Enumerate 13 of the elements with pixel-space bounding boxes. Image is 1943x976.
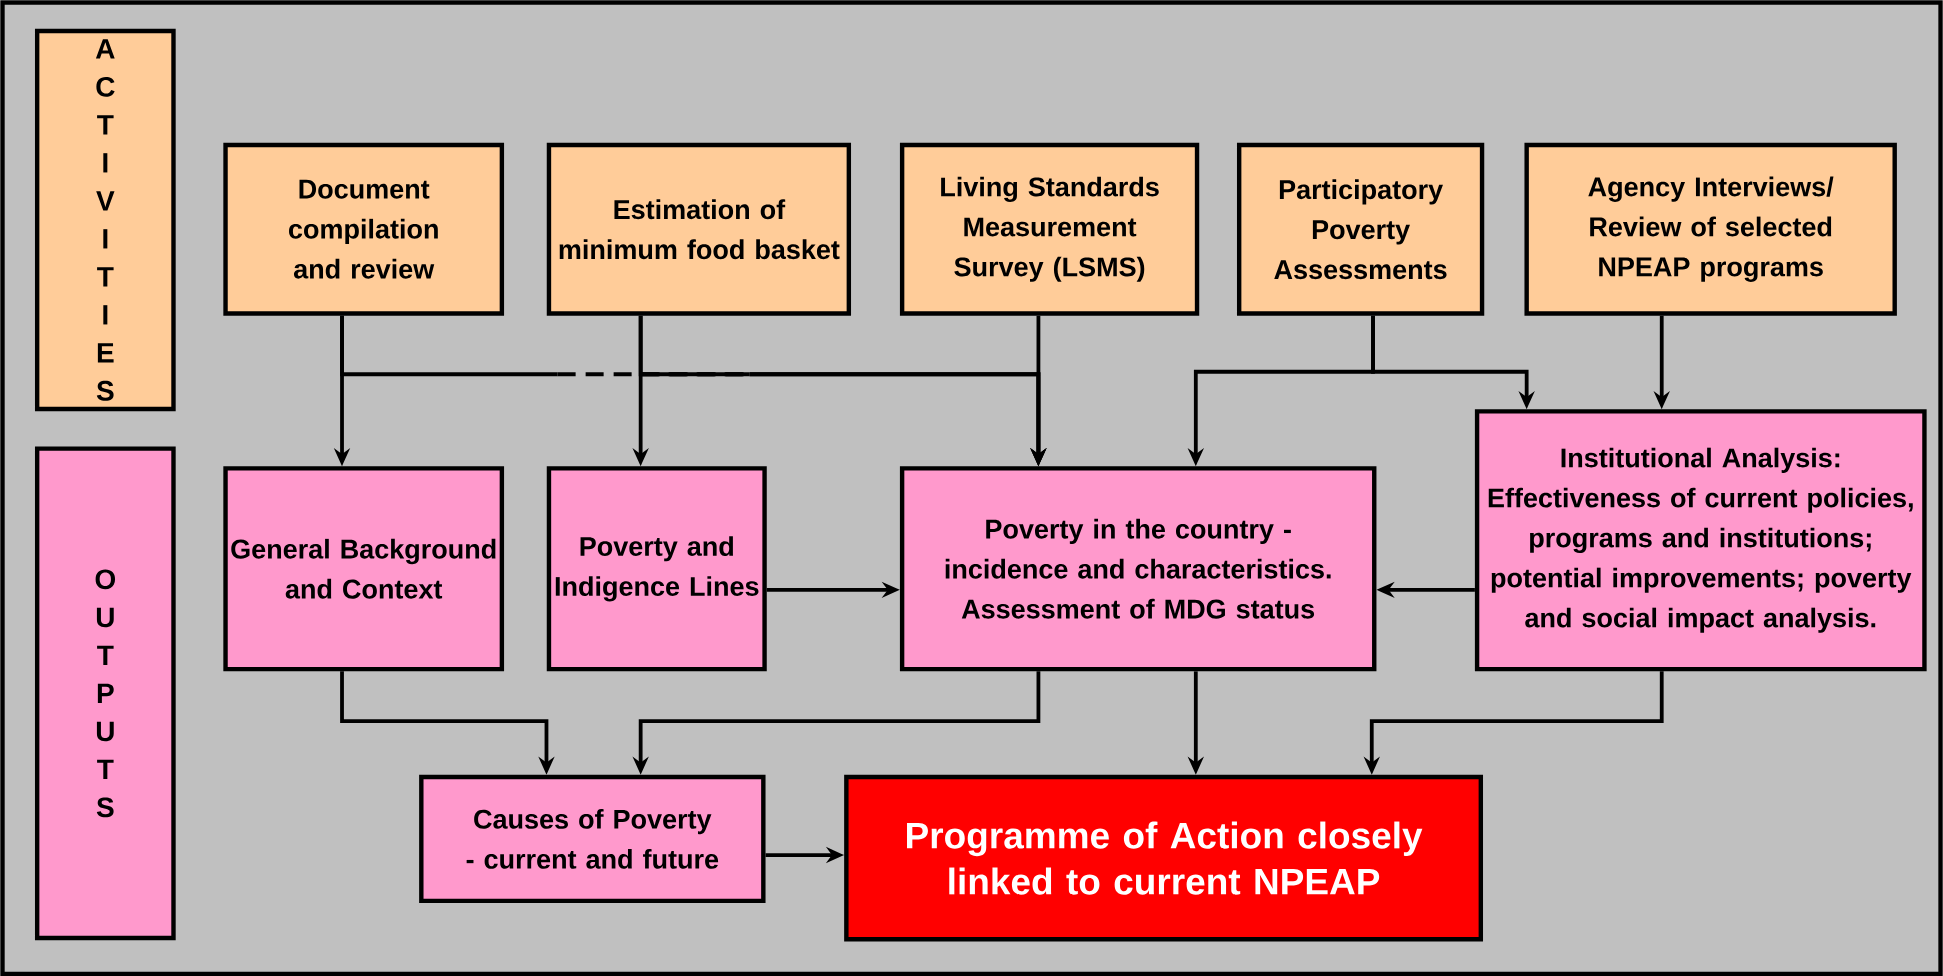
process-box: Participatory Poverty Assessments: [1237, 142, 1485, 316]
result-box: Programme of Action closely linked to current NPEAP: [844, 774, 1483, 942]
process-box: General Background and Context: [223, 466, 505, 672]
section-label-box: A C T I V I T I E S: [34, 28, 176, 411]
process-box: Poverty and Indigence Lines: [546, 466, 767, 672]
process-box: Document compilation and review: [223, 142, 505, 316]
process-box: Poverty in the country - incidence and characteristics. Assessment of MDG status: [899, 466, 1377, 672]
process-box: Causes of Poverty - current and future: [419, 774, 766, 903]
process-box: Agency Interviews/ Review of selected NPEAP programs: [1524, 142, 1897, 316]
process-box: Estimation of minimum food basket: [546, 142, 852, 316]
process-box: Institutional Analysis: Effectiveness of current policies, programs and institutions; potential improvements; poverty and social impact analysis.: [1474, 409, 1927, 672]
section-label-box: O U T P U T S: [34, 446, 176, 941]
process-box: Living Standards Measurement Survey (LSMS): [899, 142, 1200, 316]
